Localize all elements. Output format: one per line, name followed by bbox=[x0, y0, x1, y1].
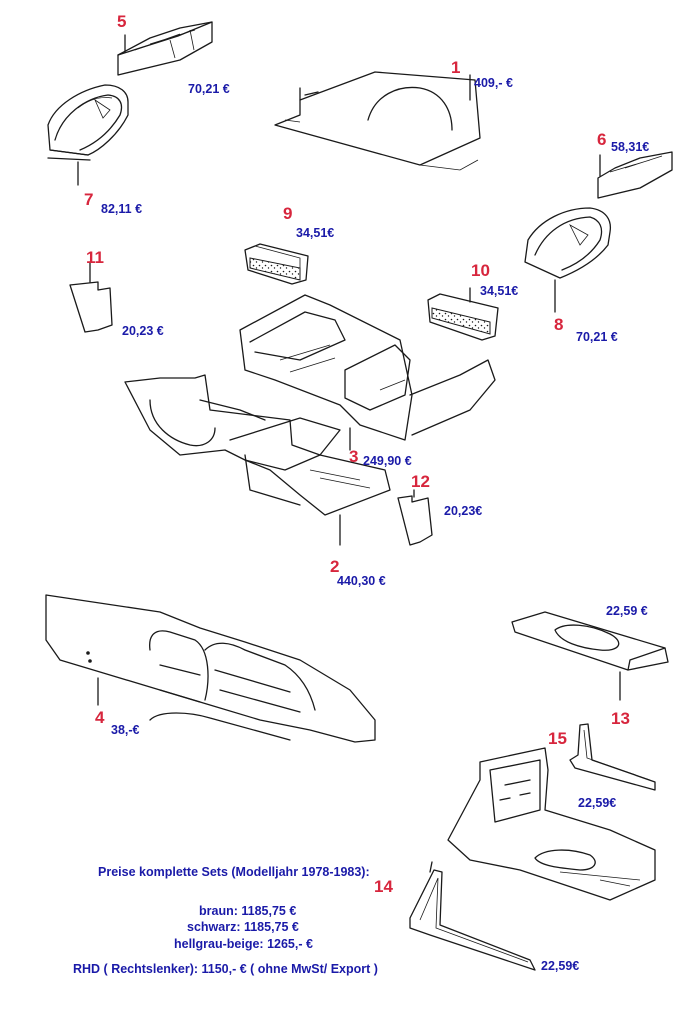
part-price-7: 82,11 € bbox=[101, 202, 143, 216]
part-price-13: 22,59 € bbox=[606, 604, 648, 618]
part-number-11: 11 bbox=[86, 248, 104, 267]
sets-title: Preise komplette Sets (Modelljahr 1978-1… bbox=[98, 865, 370, 879]
part-number-7: 7 bbox=[84, 190, 94, 209]
part-4-drawing bbox=[45, 594, 376, 743]
part-price-4: 38,-€ bbox=[111, 723, 140, 737]
part-price-11: 20,23 € bbox=[122, 324, 164, 338]
part-price-5: 70,21 € bbox=[188, 82, 230, 96]
sets-price-rhd: RHD ( Rechtslenker): 1150,- € ( ohne MwS… bbox=[73, 962, 378, 976]
part-number-5: 5 bbox=[117, 12, 127, 31]
part-number-12: 12 bbox=[411, 472, 430, 491]
part-number-15: 15 bbox=[548, 729, 567, 748]
part-price-3: 249,90 € bbox=[363, 454, 412, 468]
part-number-13: 13 bbox=[611, 709, 630, 728]
part-8-drawing bbox=[524, 207, 612, 313]
part-number-9: 9 bbox=[283, 204, 293, 223]
part-15-drawing bbox=[569, 723, 656, 791]
part-number-8: 8 bbox=[554, 315, 564, 334]
part-12-drawing bbox=[397, 489, 433, 546]
part-number-1: 1 bbox=[451, 58, 461, 77]
part-number-6: 6 bbox=[597, 130, 607, 149]
part-9-drawing bbox=[244, 243, 309, 285]
sets-price-braun: braun: 1185,75 € bbox=[199, 904, 297, 918]
part-price-15: 22,59€ bbox=[578, 796, 617, 810]
part-price-1: 409,- € bbox=[474, 76, 513, 90]
part-5-drawing bbox=[117, 21, 213, 76]
part-number-14: 14 bbox=[374, 877, 393, 896]
part-1-drawing bbox=[274, 71, 481, 171]
sets-price-hellgrau-beige: hellgrau-beige: 1265,- € bbox=[174, 937, 313, 951]
part-6-drawing bbox=[597, 151, 673, 199]
part-number-2: 2 bbox=[330, 557, 340, 576]
part-7-drawing bbox=[47, 84, 129, 186]
center-console-drawing bbox=[447, 747, 656, 901]
sets-price-schwarz: schwarz: 1185,75 € bbox=[187, 920, 299, 934]
part-3-drawing bbox=[239, 294, 496, 451]
part-number-4: 4 bbox=[95, 708, 105, 727]
part-number-10: 10 bbox=[471, 261, 490, 280]
part-price-12: 20,23€ bbox=[444, 504, 483, 518]
part-10-drawing bbox=[427, 287, 499, 341]
part-price-10: 34,51€ bbox=[480, 284, 519, 298]
part-13-drawing bbox=[511, 611, 669, 701]
part-price-2: 440,30 € bbox=[337, 574, 386, 588]
part-price-14: 22,59€ bbox=[541, 959, 580, 973]
part-number-3: 3 bbox=[349, 447, 359, 466]
part-11-drawing bbox=[69, 261, 113, 333]
part-price-9: 34,51€ bbox=[296, 226, 335, 240]
part-price-8: 70,21 € bbox=[576, 330, 618, 344]
part-14-drawing bbox=[409, 861, 536, 971]
part-2-drawing bbox=[124, 374, 391, 546]
part-price-6: 58,31€ bbox=[611, 140, 650, 154]
